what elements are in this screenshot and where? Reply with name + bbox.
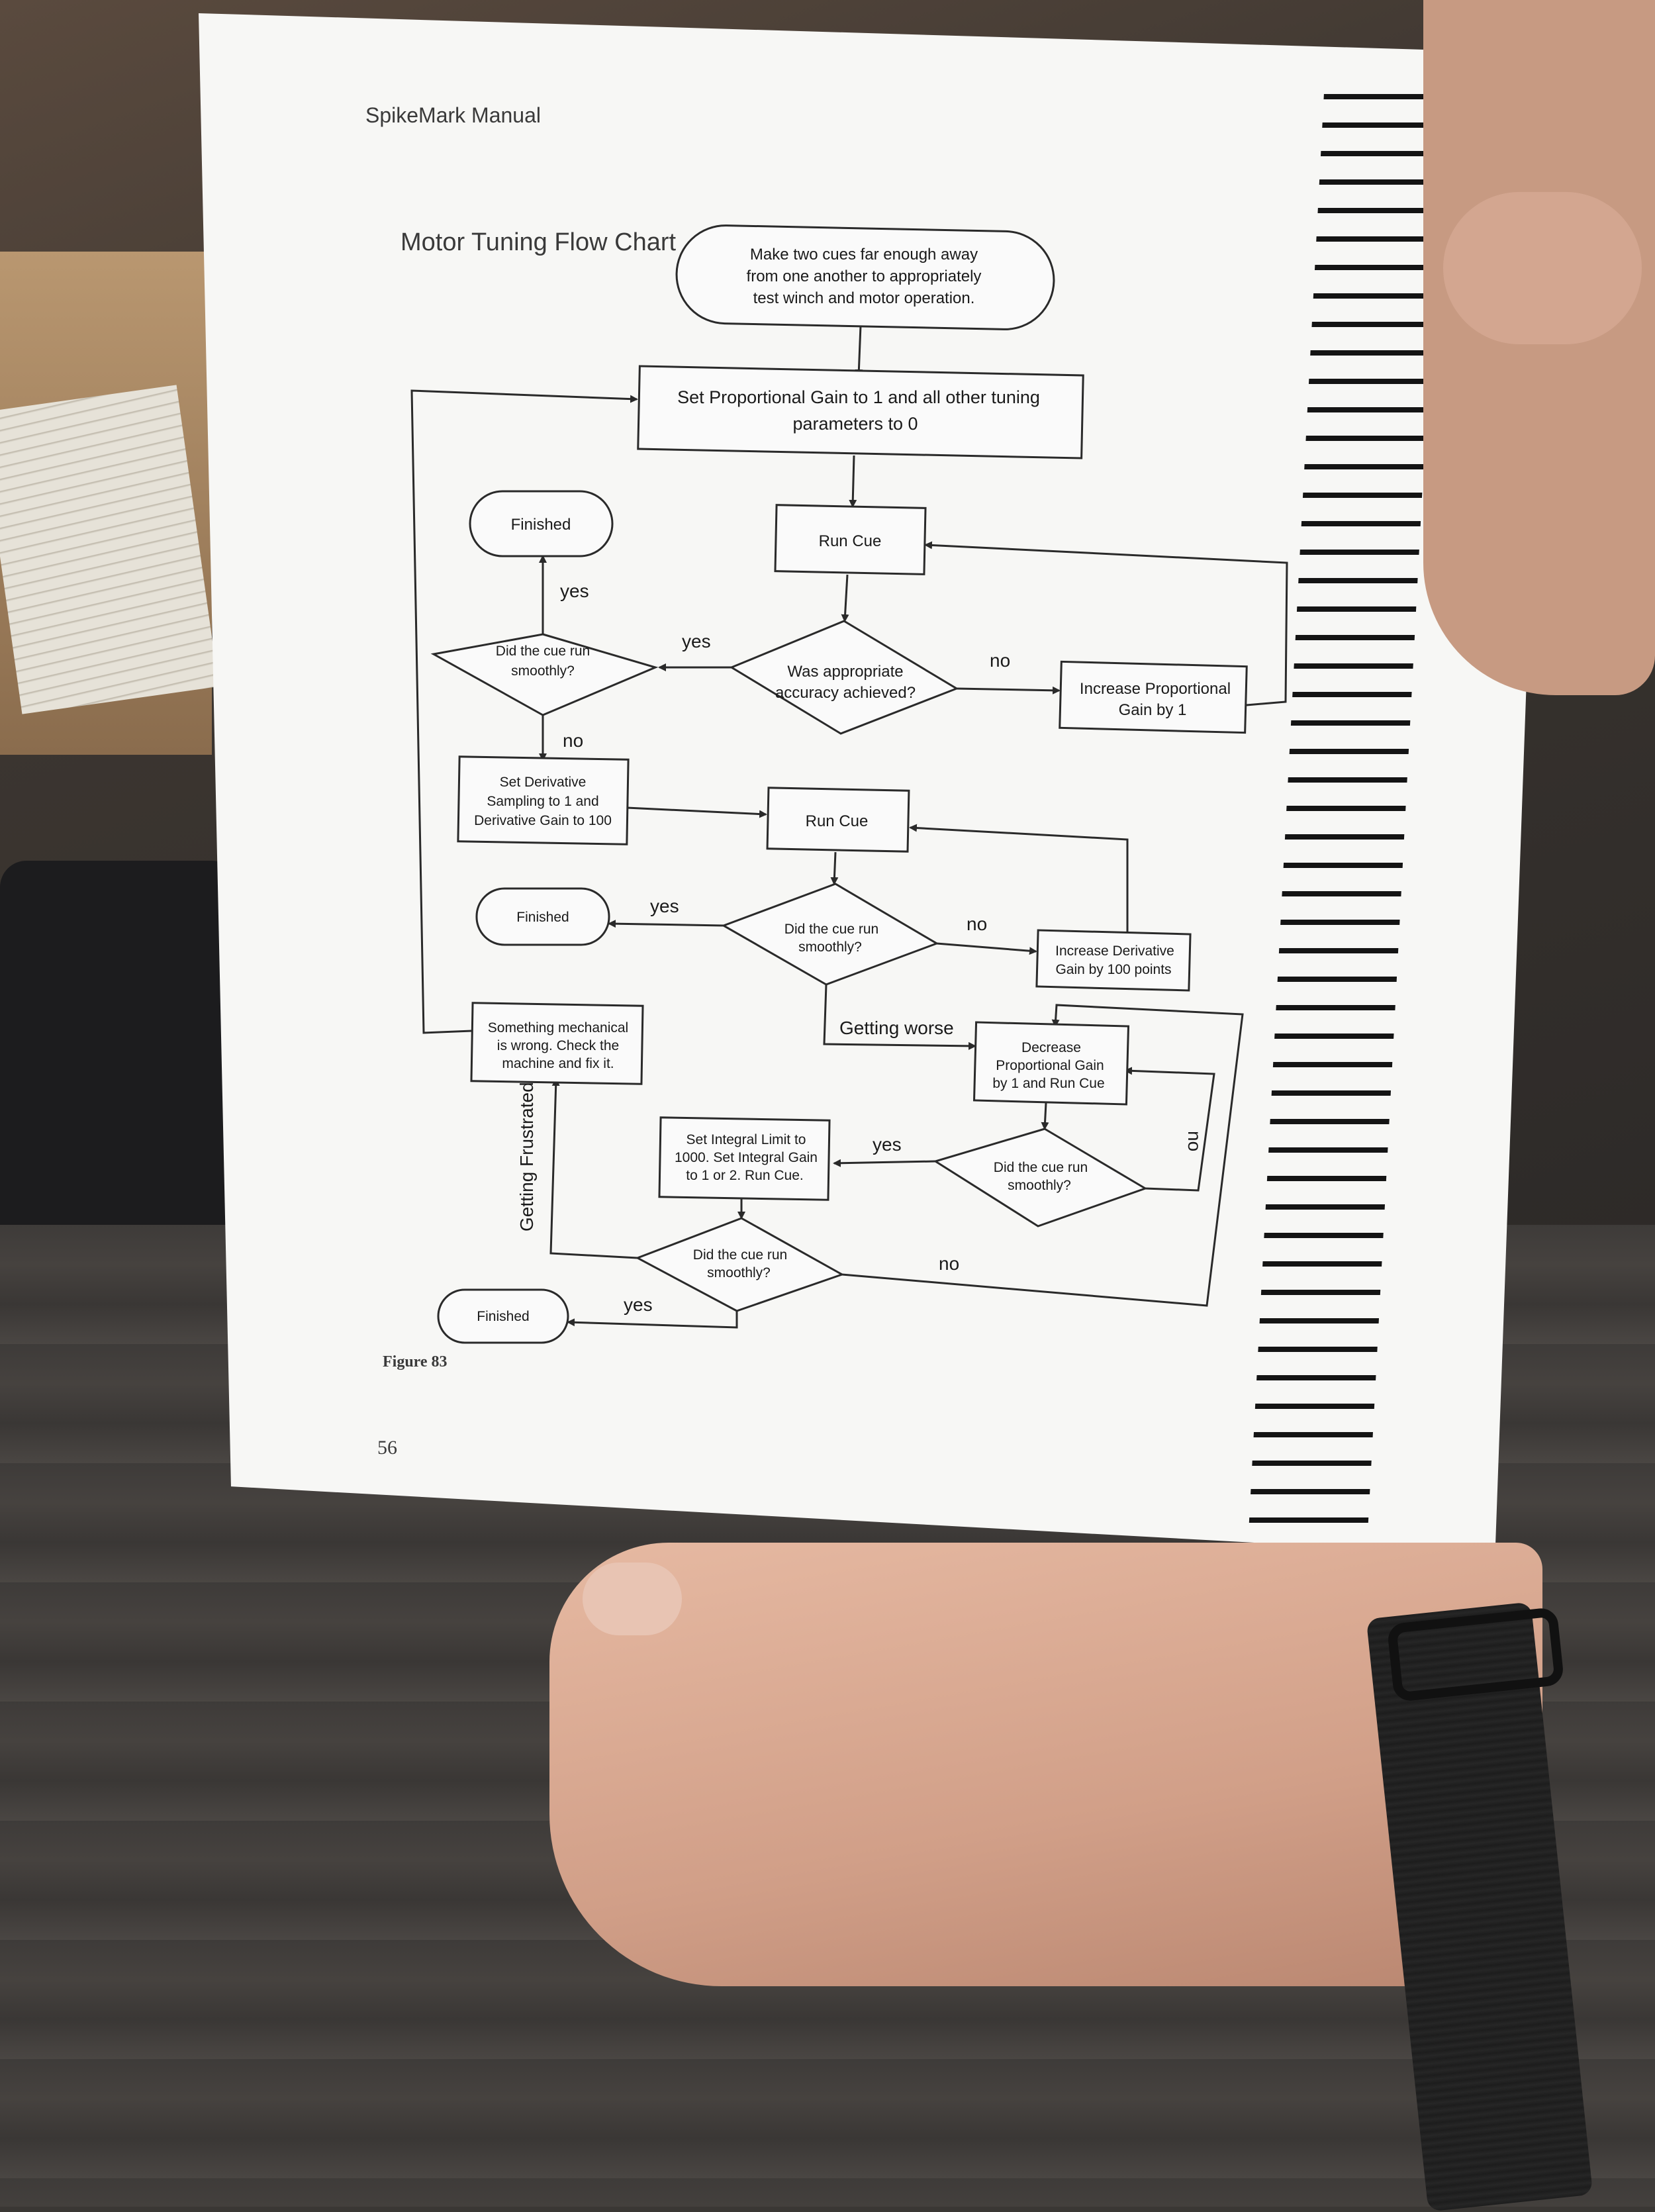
svg-text:test winch and motor operation: test winch and motor operation.: [753, 289, 975, 307]
label-smooth1-yes: yes: [560, 581, 589, 601]
svg-text:smoothly?: smoothly?: [707, 1265, 771, 1280]
edge-incprop-loop: [924, 541, 1288, 706]
label-smooth3-yes: yes: [873, 1134, 902, 1155]
svg-text:Run Cue: Run Cue: [806, 812, 869, 830]
node-finished-1: Finished: [469, 490, 614, 557]
node-increase-derivative: Increase Derivative Gain by 100 points: [1035, 929, 1192, 992]
node-smooth-decision-4: Did the cue run smoothly?: [635, 1217, 845, 1312]
svg-text:Increase Derivative: Increase Derivative: [1055, 943, 1174, 959]
svg-text:Did the cue run: Did the cue run: [994, 1160, 1088, 1175]
node-finished-3: Finished: [437, 1288, 569, 1344]
connectors: [410, 325, 1288, 1329]
svg-text:accuracy achieved?: accuracy achieved?: [775, 684, 916, 702]
edge-getting-frustrated: [549, 1078, 638, 1259]
svg-text:smoothly?: smoothly?: [511, 663, 575, 679]
holding-hand-bottom: [549, 1543, 1542, 1986]
svg-text:Increase Proportional: Increase Proportional: [1080, 680, 1231, 698]
svg-text:by 1 and Run Cue: by 1 and Run Cue: [992, 1076, 1104, 1091]
node-increase-proportional: Increase Proportional Gain by 1: [1059, 660, 1248, 734]
label-accuracy-yes: yes: [682, 631, 711, 651]
label-smooth1-no: no: [563, 730, 583, 751]
manual-title: SpikeMark Manual: [365, 103, 541, 127]
label-accuracy-no: no: [990, 650, 1010, 671]
edge-smooth2-no: [936, 942, 1037, 955]
node-set-derivative: Set Derivative Sampling to 1 and Derivat…: [457, 755, 630, 845]
node-run-cue-1: Run Cue: [774, 504, 927, 575]
edge-accuracy-no: [956, 686, 1061, 695]
svg-text:Make two cues far enough away: Make two cues far enough away: [750, 246, 978, 264]
edge-start-to-setprop: [855, 325, 863, 377]
edge-mechanical-restart: [410, 389, 638, 1034]
svg-text:Decrease: Decrease: [1021, 1040, 1081, 1055]
svg-text:Something mechanical: Something mechanical: [488, 1020, 628, 1035]
node-smooth-decision-3: Did the cue run smoothly?: [933, 1128, 1148, 1227]
node-finished-2: Finished: [475, 887, 610, 946]
svg-text:is wrong. Check the: is wrong. Check the: [497, 1038, 619, 1053]
svg-text:Gain by 100 points: Gain by 100 points: [1055, 962, 1171, 977]
edge-smooth3-no: [1124, 1067, 1215, 1192]
edge-decprop-to-smooth3: [1041, 1102, 1049, 1130]
node-smooth-decision-2: Did the cue run smoothly?: [721, 883, 939, 986]
thumbnail: [583, 1563, 682, 1635]
node-set-proportional-gain: Set Proportional Gain to 1 and all other…: [637, 365, 1084, 459]
edge-smooth2-yes: [608, 920, 724, 928]
edge-runcue1-to-accuracy: [841, 574, 849, 622]
background-bag: [0, 861, 238, 1291]
node-start: Make two cues far enough away from one a…: [675, 224, 1055, 330]
label-smooth4-no: no: [939, 1253, 959, 1274]
label-smooth2-yes: yes: [650, 896, 679, 916]
svg-text:machine and fix it.: machine and fix it.: [502, 1056, 614, 1071]
edge-setprop-to-runcue1: [849, 455, 857, 508]
label-smooth3-no: no: [1184, 1131, 1205, 1151]
svg-text:smoothly?: smoothly?: [1008, 1178, 1071, 1193]
svg-text:Did the cue run: Did the cue run: [693, 1247, 787, 1263]
svg-text:Finished: Finished: [516, 910, 569, 925]
edge-setderiv-to-runcue2: [626, 806, 767, 818]
edge-smooth3-yes: [833, 1159, 936, 1167]
svg-text:Finished: Finished: [511, 516, 571, 534]
node-accuracy-decision: Was appropriate accuracy achieved?: [729, 620, 959, 735]
figure-label: Figure 83: [383, 1353, 448, 1370]
node-smooth-decision-1: Did the cue run smoothly?: [430, 633, 659, 716]
node-set-integral: Set Integral Limit to 1000. Set Integral…: [658, 1116, 831, 1201]
svg-text:Set Derivative: Set Derivative: [500, 775, 587, 790]
node-run-cue-2: Run Cue: [766, 787, 910, 853]
svg-text:Did the cue run: Did the cue run: [784, 922, 878, 937]
label-getting-frustrated: Getting Frustrated: [516, 1082, 537, 1231]
svg-text:smoothly?: smoothly?: [798, 939, 862, 955]
svg-text:Set Integral Limit to: Set Integral Limit to: [686, 1132, 806, 1147]
svg-text:Gain by 1: Gain by 1: [1119, 701, 1187, 719]
svg-text:Run Cue: Run Cue: [819, 532, 882, 550]
svg-text:Was appropriate: Was appropriate: [787, 663, 903, 681]
svg-text:Proportional Gain: Proportional Gain: [996, 1058, 1104, 1073]
holding-hand-top: [1423, 0, 1655, 695]
edge-labels: yes no yes no yes no Getting worse yes n…: [516, 581, 1205, 1315]
svg-text:Did the cue run: Did the cue run: [496, 644, 590, 659]
svg-text:1000. Set Integral Gain: 1000. Set Integral Gain: [675, 1150, 818, 1165]
svg-text:from one another to appropriat: from one another to appropriately: [747, 267, 982, 285]
node-something-mechanical: Something mechanical is wrong. Check the…: [470, 1002, 644, 1085]
page-number: 56: [377, 1437, 397, 1459]
svg-text:Derivative Gain to 100: Derivative Gain to 100: [474, 813, 612, 828]
svg-text:Finished: Finished: [477, 1309, 529, 1324]
edge-incderiv-loop: [909, 824, 1129, 932]
svg-text:Set Proportional Gain to 1 and: Set Proportional Gain to 1 and all other…: [677, 387, 1040, 407]
label-getting-worse: Getting worse: [839, 1018, 954, 1038]
label-smooth2-no: no: [967, 914, 987, 934]
edge-runcue2-to-smooth2: [830, 851, 839, 885]
edge-smooth4-yes: [567, 1311, 738, 1329]
thumb-top: [1443, 192, 1642, 344]
label-smooth4-yes: yes: [624, 1294, 653, 1315]
edge-smooth4-no: [841, 1004, 1244, 1307]
edge-getting-worse: [823, 984, 976, 1050]
svg-text:to 1 or 2. Run Cue.: to 1 or 2. Run Cue.: [686, 1168, 803, 1183]
svg-text:Sampling to 1 and: Sampling to 1 and: [487, 794, 598, 809]
node-decrease-proportional: Decrease Proportional Gain by 1 and Run …: [972, 1021, 1130, 1106]
svg-text:parameters to 0: parameters to 0: [792, 414, 918, 434]
chart-title: Motor Tuning Flow Chart: [401, 228, 676, 256]
